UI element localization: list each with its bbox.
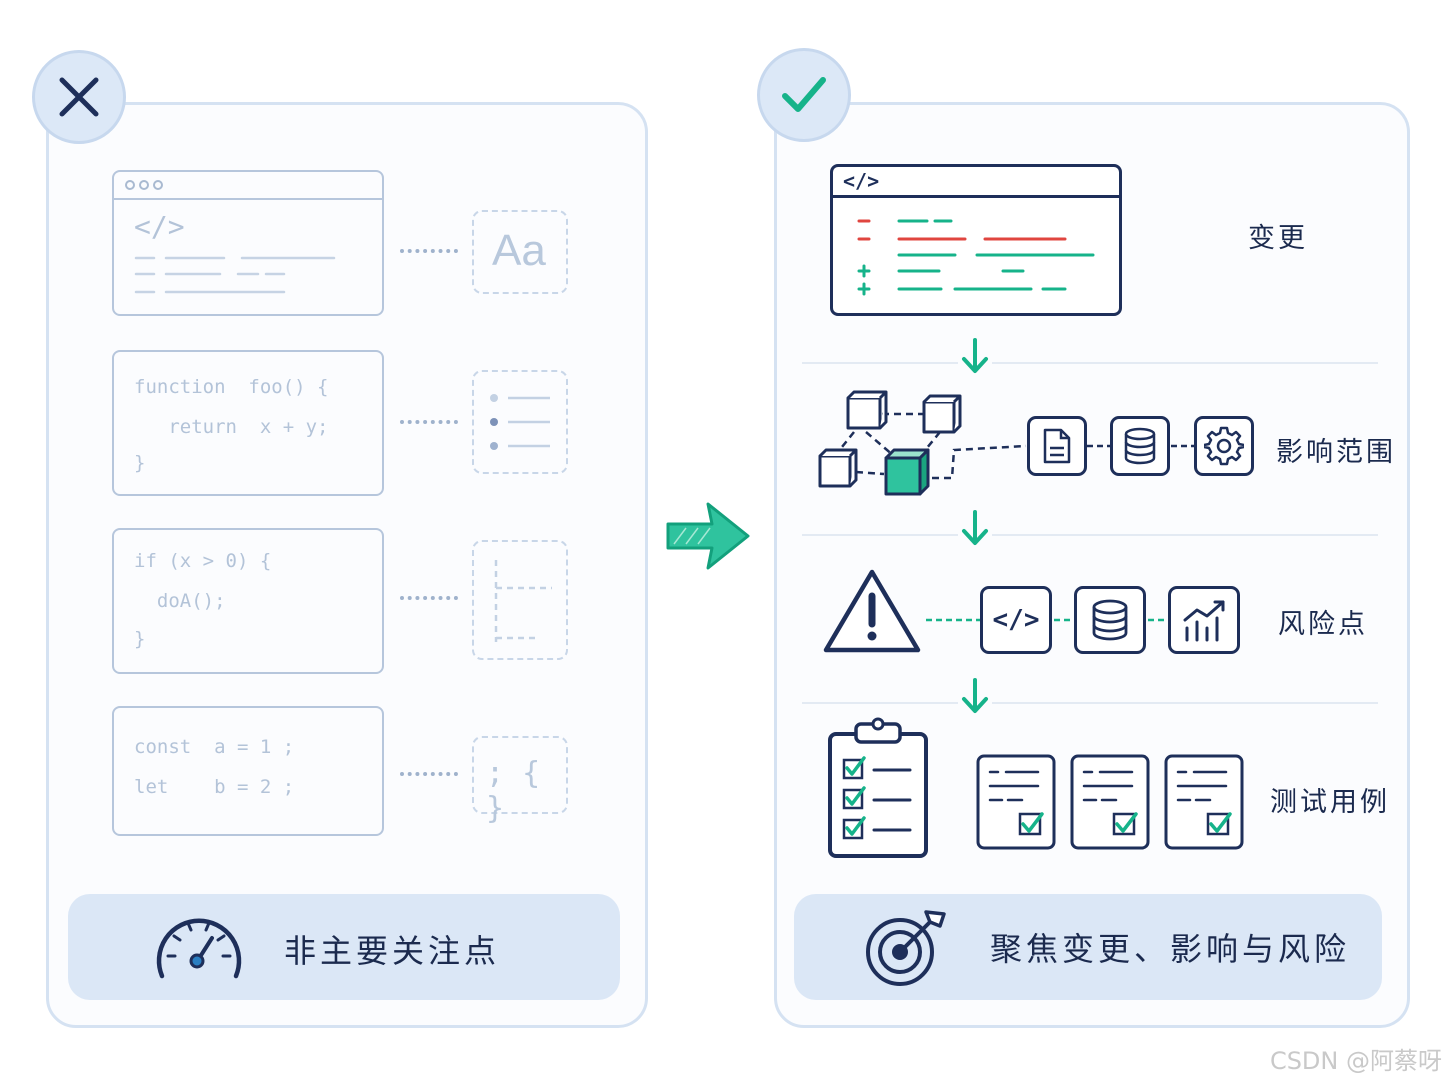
code-line: const a = 1 ; (134, 736, 295, 758)
dotted-connector (400, 772, 458, 776)
placeholder-code-lines (134, 256, 336, 294)
divider (802, 362, 1378, 364)
code-tag-icon: </> (992, 605, 1040, 635)
left-footer-text: 非主要关注点 (284, 932, 501, 970)
indent-icon (494, 560, 552, 642)
code-window: </> (112, 170, 384, 316)
test-case-icon (1070, 754, 1150, 850)
code-line: return x + y; (134, 416, 329, 438)
warning-icon (823, 569, 921, 653)
syntax-box: ; { } (472, 736, 568, 826)
document-icon (1043, 428, 1071, 464)
x-icon (59, 77, 99, 117)
gear-icon (1204, 426, 1244, 466)
code-line: function foo() { (134, 376, 329, 398)
right-footer-text: 聚焦变更、影响与风险 (990, 930, 1351, 968)
code-line: } (134, 452, 146, 474)
code-block-if: if (x > 0) { doA(); } (112, 528, 384, 674)
test-case-icon (1164, 754, 1244, 850)
code-block-function: function foo() { return x + y; } (112, 350, 384, 496)
dotted-connector (400, 596, 458, 600)
reject-badge (32, 50, 126, 144)
divider (802, 534, 1378, 536)
test-case-cards (976, 754, 1246, 850)
arrow-down-icon (958, 336, 992, 376)
diff-window: </> (830, 164, 1122, 316)
label-change: 变更 (1248, 223, 1308, 254)
font-icon: Aa (492, 226, 546, 275)
check-icon (782, 77, 826, 112)
arrow-right-icon (666, 502, 750, 570)
approve-badge (757, 48, 851, 142)
settings-box (1194, 416, 1254, 476)
document-box (1027, 416, 1087, 476)
database-icon (1092, 599, 1128, 641)
database-risk-box (1074, 586, 1146, 654)
window-dots-icon (125, 180, 163, 190)
database-icon (1124, 427, 1156, 465)
code-tag-icon: </> (134, 210, 185, 243)
code-line: doA(); (134, 590, 226, 612)
metrics-risk-box (1168, 586, 1240, 654)
dashed-connectors (1087, 444, 1195, 448)
list-format-box (472, 370, 568, 474)
code-line: let b = 2 ; (134, 776, 295, 798)
code-line: } (134, 628, 146, 650)
clipboard-checklist-icon (828, 717, 928, 858)
dotted-connector (400, 249, 458, 253)
database-box (1110, 416, 1170, 476)
label-impact: 影响范围 (1276, 437, 1396, 468)
brace-icon: ; { } (486, 756, 541, 826)
watermark: CSDN @阿蔡呀 (1269, 1047, 1442, 1075)
diff-lines (857, 219, 1095, 296)
window-title-bar (114, 172, 382, 200)
code-block-const: const a = 1 ; let b = 2 ; (112, 706, 384, 836)
diff-window-title-bar (833, 167, 1119, 198)
indent-structure-box (472, 540, 568, 660)
dotted-connector (400, 420, 458, 424)
code-tag-icon: </> (843, 169, 880, 193)
divider (802, 702, 1378, 704)
font-style-box: Aa (472, 210, 568, 294)
label-risk: 风险点 (1278, 609, 1368, 640)
left-footer: 非主要关注点 (68, 894, 620, 1000)
code-risk-box: </> (980, 586, 1052, 654)
label-tests: 测试用例 (1270, 787, 1390, 818)
bar-chart-trend-icon (1183, 600, 1225, 642)
arrow-down-icon (958, 508, 992, 548)
test-case-icon (976, 754, 1056, 850)
teal-dashed-connectors (926, 618, 1170, 622)
module-graph-icon (818, 390, 1027, 496)
code-line: if (x > 0) { (134, 550, 272, 572)
list-icon (490, 394, 550, 450)
right-footer: 聚焦变更、影响与风险 (794, 894, 1382, 1000)
gauge-icon (156, 918, 242, 979)
target-icon (866, 910, 946, 986)
arrow-down-icon (958, 676, 992, 716)
